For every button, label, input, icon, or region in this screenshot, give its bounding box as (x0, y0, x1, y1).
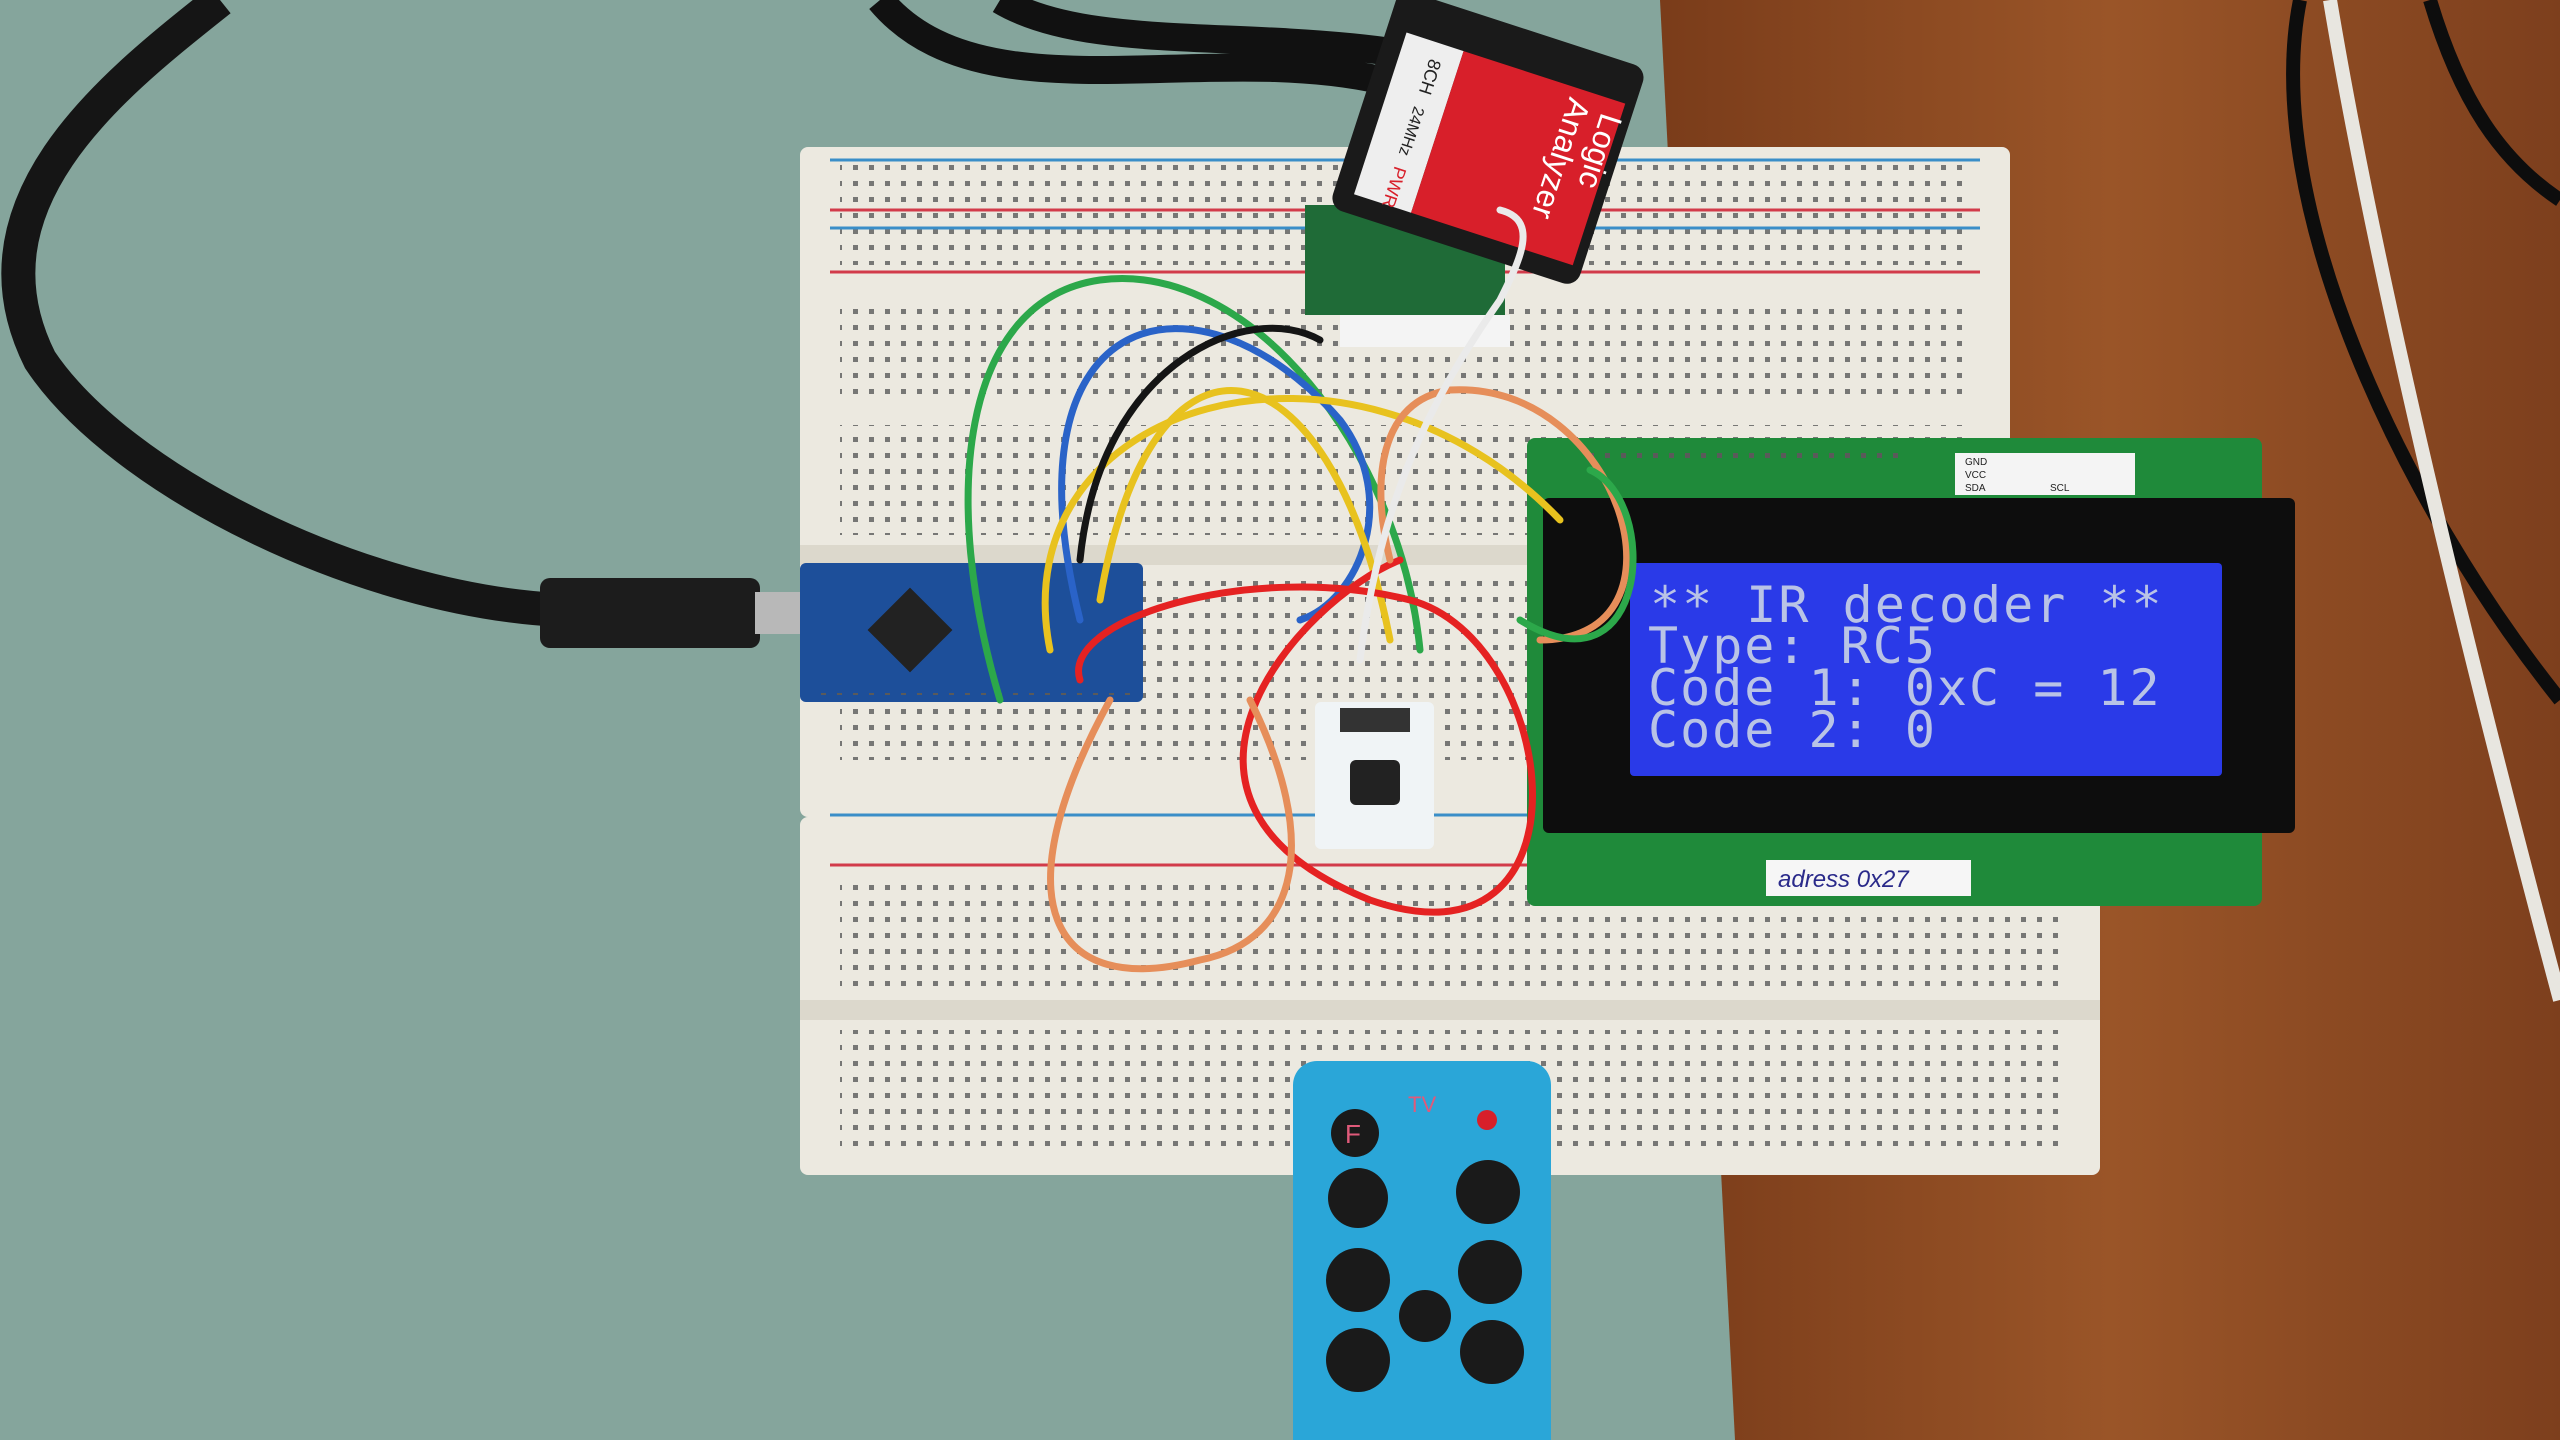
usb-connector (755, 592, 805, 634)
lcd-screen (1630, 563, 2222, 776)
lcd-pin-scl: SCL (2050, 483, 2070, 494)
ir-receiver-module (1315, 702, 1434, 849)
remote-minus-button[interactable] (1326, 1328, 1390, 1392)
remote-input-button[interactable] (1328, 1168, 1388, 1228)
remote-up-button[interactable] (1458, 1240, 1522, 1304)
lcd-address-label: adress 0x27 (1778, 866, 1910, 893)
remote-down-button[interactable] (1460, 1320, 1524, 1384)
ir-remote: TV F (1293, 1061, 1551, 1440)
lcd-line-3: Code 1: 0xC = 12 (1648, 659, 2162, 717)
right-cable-black (2286, 0, 2560, 705)
usb-cable (1, 0, 561, 627)
jumper-wires (964, 206, 1637, 973)
lcd-pin-sda: SDA (1965, 483, 1986, 494)
remote-function-button[interactable]: F (1331, 1109, 1379, 1157)
lcd-module: GND VCC SDA SCL ** IR decoder ** Type: R… (1527, 438, 2295, 906)
logic-analyzer: 8CH 24MHz PWR Logic Analyzer (1332, 0, 1644, 284)
usb-plug (540, 578, 760, 648)
lcd-pin-vcc: VCC (1965, 470, 1986, 481)
breadboard-bottom (800, 817, 2100, 1175)
remote-mode-label: TV (1408, 1092, 1436, 1117)
remote-power-button[interactable] (1456, 1160, 1520, 1224)
lcd-line-1: ** IR decoder ** (1650, 576, 2164, 634)
remote-plus-button[interactable] (1326, 1248, 1390, 1312)
right-cable-white (2323, 0, 2560, 1002)
remote-function-label: F (1345, 1119, 1361, 1149)
lcd-line-4: Code 2: 0 (1648, 701, 1937, 759)
lcd-pin-gnd: GND (1965, 457, 1987, 468)
lcd-line-2: Type: RC5 (1648, 617, 1937, 675)
remote-mute-button[interactable] (1399, 1290, 1451, 1342)
remote-led (1477, 1110, 1497, 1130)
